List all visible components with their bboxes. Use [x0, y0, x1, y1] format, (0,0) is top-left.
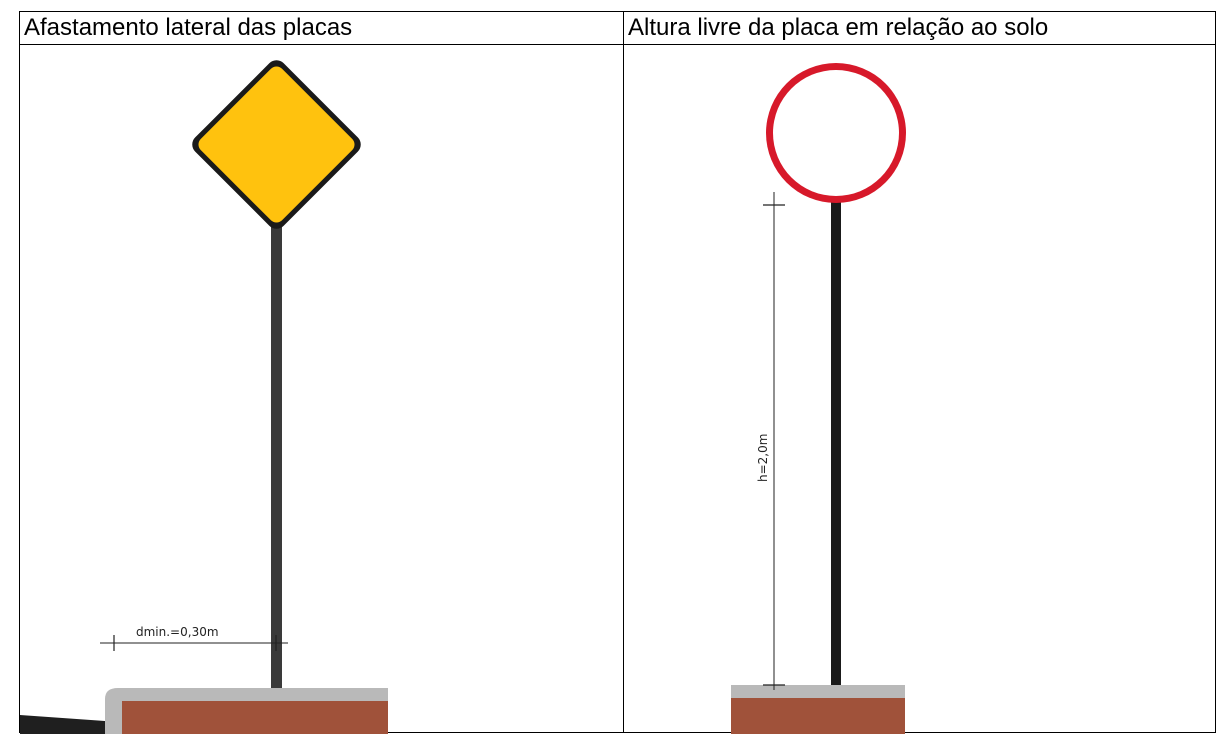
left-column-header: Afastamento lateral das placas: [24, 14, 353, 41]
lateral-dimension: dmin.=0,30m: [100, 625, 288, 651]
sign-pole: [831, 197, 841, 685]
regulatory-sign: [766, 63, 906, 203]
right-column-header: Altura livre da placa em relação ao solo: [628, 14, 1049, 41]
height-clearance-illustration: h=2,0m: [624, 45, 1215, 734]
lateral-clearance-illustration: dmin.=0,30m: [20, 45, 623, 734]
lateral-clearance-drawing: dmin.=0,30m: [20, 60, 388, 734]
curb: [731, 685, 905, 698]
height-dimension: h=2,0m: [756, 192, 785, 690]
column-divider: [623, 12, 624, 732]
sign-pole: [271, 225, 282, 688]
road-surface: [20, 715, 105, 734]
warning-sign: [192, 60, 361, 229]
height-dimension-label: h=2,0m: [756, 434, 770, 482]
sidewalk-ground: [731, 698, 905, 734]
curb: [105, 688, 388, 734]
sidewalk-ground: [122, 701, 388, 734]
figure-table: Afastamento lateral das placas Altura li…: [19, 11, 1216, 734]
height-clearance-drawing: h=2,0m: [731, 63, 906, 734]
header-row-divider: [20, 44, 1215, 45]
lateral-dimension-label: dmin.=0,30m: [136, 625, 219, 639]
